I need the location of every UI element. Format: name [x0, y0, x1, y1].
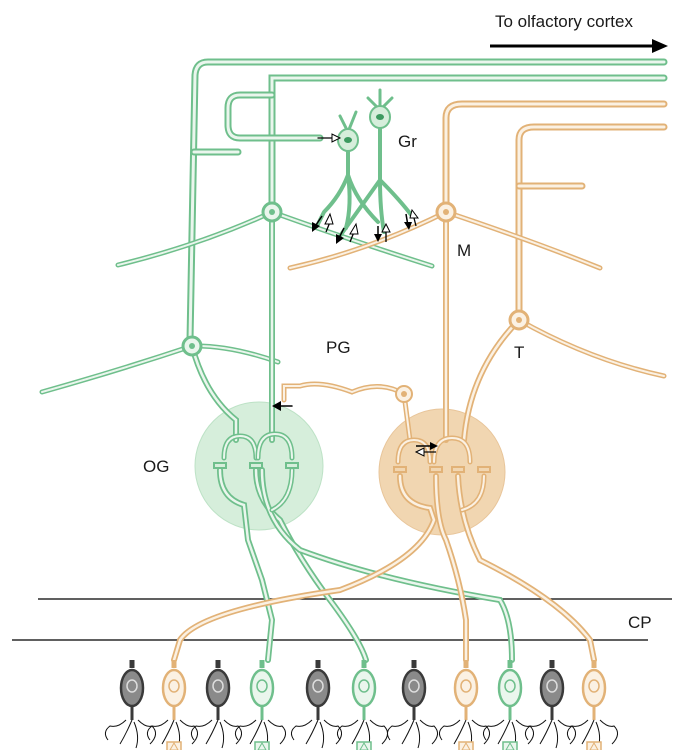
orange-glomerulus	[171, 209, 597, 663]
receptor-neuron-orange	[438, 660, 490, 750]
label-tufted: T	[514, 343, 524, 362]
label-glomerulus: OG	[143, 457, 169, 476]
orange-output-tracts	[442, 100, 668, 322]
receptor-neuron-gray	[386, 660, 438, 749]
receptor-neuron-gray	[524, 660, 576, 749]
label-mitral: M	[457, 241, 471, 260]
periglomerular-cell	[272, 381, 413, 411]
label-periglomerular: PG	[326, 338, 351, 357]
receptor-neuron-orange	[146, 660, 198, 750]
green-mitral-lateral-dendrites	[39, 209, 435, 395]
receptor-neuron-gray	[190, 660, 242, 749]
receptor-neuron-green	[336, 660, 388, 750]
cell-bodies	[181, 201, 530, 357]
green-output-tracts	[186, 58, 668, 344]
label-granule: Gr	[398, 132, 417, 151]
output-arrow	[490, 39, 668, 53]
label-cribriform-plate: CP	[628, 613, 652, 632]
receptor-neuron-gray	[290, 660, 342, 749]
receptor-neuron-gray	[104, 660, 156, 749]
olfactory-receptor-neurons	[104, 660, 618, 750]
receptor-neuron-green	[482, 660, 534, 750]
receptor-neuron-green	[234, 660, 286, 750]
dendrodendritic-synapse-arrows	[312, 208, 419, 244]
receptor-neuron-orange	[566, 660, 618, 750]
granule-cells	[316, 88, 414, 238]
diagram-title: To olfactory cortex	[495, 12, 633, 31]
pg-reciprocal-synapse-arrows	[414, 442, 438, 457]
